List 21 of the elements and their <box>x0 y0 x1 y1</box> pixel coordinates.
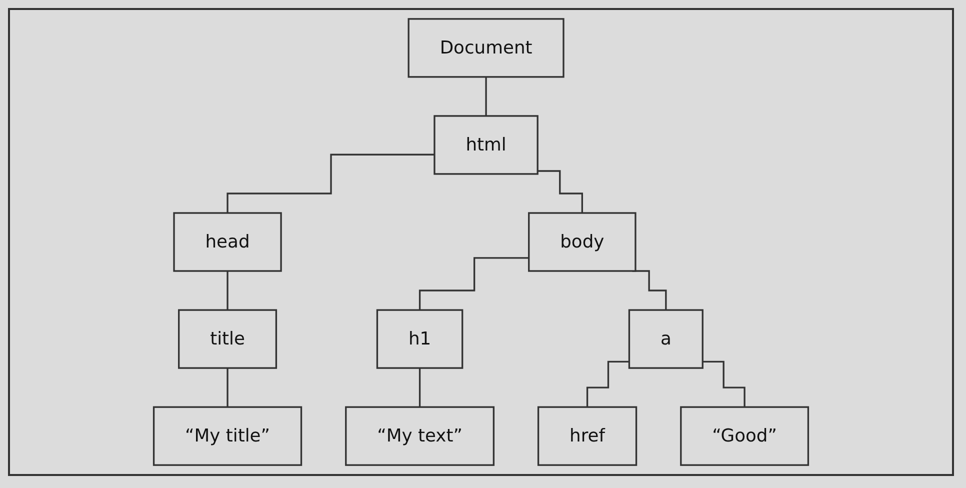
node-box <box>173 212 282 272</box>
node-box <box>178 309 278 369</box>
node-box <box>345 406 495 466</box>
connector <box>226 270 228 311</box>
node-box <box>434 115 538 175</box>
connector <box>586 360 630 408</box>
connector <box>485 76 487 117</box>
connector <box>418 257 529 311</box>
connector <box>702 360 746 408</box>
connector <box>226 367 228 408</box>
connector <box>538 170 583 214</box>
node-box <box>680 406 810 466</box>
node-box <box>628 309 704 369</box>
node-box <box>152 406 302 466</box>
diagram-frame: Document html head body title h1 a “My title” “My text” href “Good” <box>8 8 954 476</box>
connector <box>418 367 421 408</box>
node-box <box>528 212 636 272</box>
node-box <box>408 18 564 78</box>
node-box <box>537 406 638 466</box>
node-box <box>376 309 464 369</box>
connector <box>226 154 434 214</box>
